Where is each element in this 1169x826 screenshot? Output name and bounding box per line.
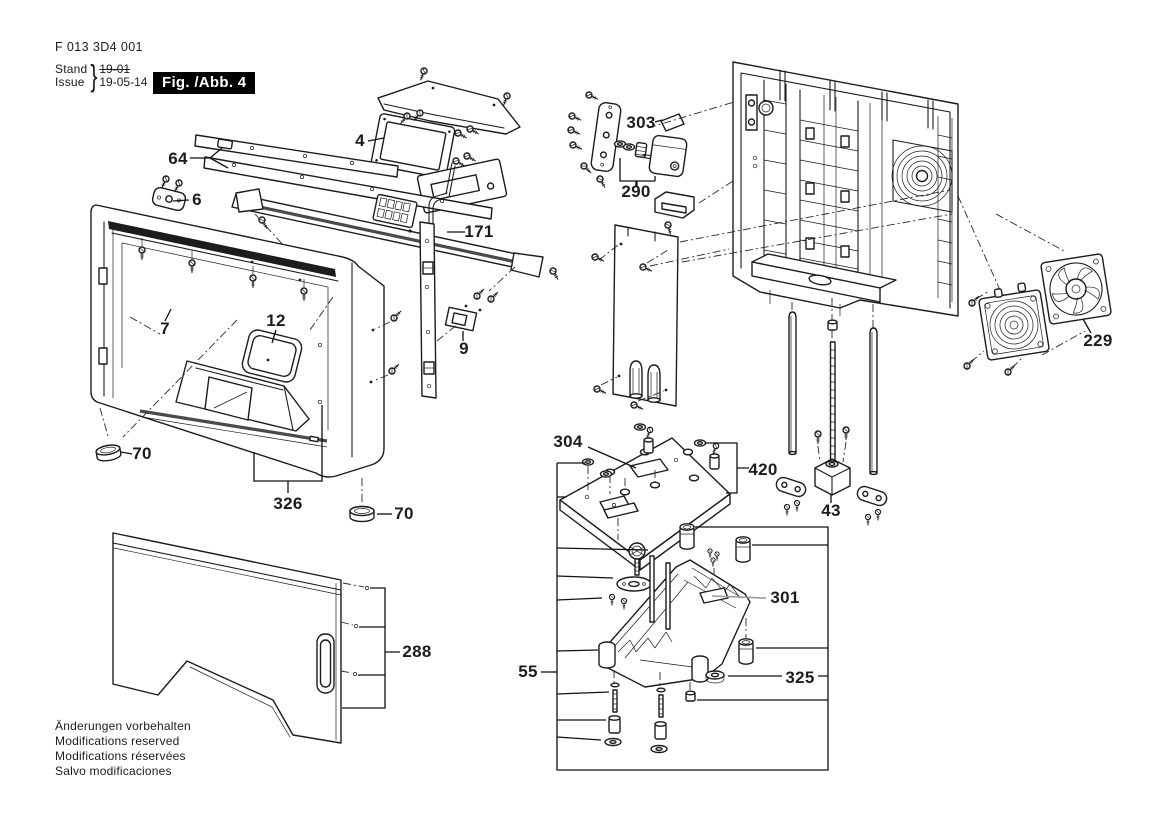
top-mounting-plate xyxy=(377,66,521,135)
panel-base-strip xyxy=(751,253,897,316)
part-label-43: 43 xyxy=(821,501,841,520)
strips-64 xyxy=(194,134,493,220)
pivot-post-2 xyxy=(709,441,721,470)
front-housing xyxy=(90,204,404,478)
revision-brace: } xyxy=(90,59,98,93)
part-label-303: 303 xyxy=(626,113,656,132)
disclaimer-line-es: Salvo modificaciones xyxy=(55,764,172,778)
keypad-part xyxy=(372,193,418,233)
washer-325 xyxy=(705,670,725,684)
link-plate-left xyxy=(775,476,807,516)
trim-bar xyxy=(231,188,562,292)
base-stand-assembly xyxy=(541,462,829,771)
part-label-288: 288 xyxy=(402,642,432,661)
revision-date-new: 19-05-14 xyxy=(99,75,148,89)
part-label-9: 9 xyxy=(459,339,469,358)
revision-label-issue: Issue xyxy=(55,75,85,89)
part-label-229: 229 xyxy=(1083,331,1113,350)
plate-latch xyxy=(599,495,639,540)
block-43 xyxy=(775,426,888,526)
frame-part-4 xyxy=(370,108,481,179)
part-label-6: 6 xyxy=(192,190,202,209)
part-label-64: 64 xyxy=(168,149,188,168)
part-label-55: 55 xyxy=(518,662,538,681)
cover-panel-288 xyxy=(112,532,400,744)
motor-body xyxy=(641,134,688,178)
disclaimer-line-de: Änderungen vorbehalten xyxy=(55,719,191,733)
disclaimer-line-en: Modifications reserved xyxy=(55,734,180,748)
sticker-304 xyxy=(629,458,669,478)
motor-assembly xyxy=(566,90,735,236)
revision-block: Stand Issue } 19-01 19-05-14 xyxy=(55,59,148,93)
part-label-70: 70 xyxy=(132,444,152,463)
title-block: F 013 3D4 001 Stand Issue } 19-01 19-05-… xyxy=(55,40,148,93)
link-plate-right xyxy=(856,485,888,526)
washer-disc xyxy=(616,576,652,592)
clamp-part-6 xyxy=(151,174,187,212)
bracket-326 xyxy=(253,405,323,493)
pivot-post xyxy=(643,425,655,454)
leader-lines xyxy=(120,119,1092,515)
mount-bolt-right xyxy=(650,687,668,754)
mount-bolt-left xyxy=(604,682,622,747)
plate-part-9 xyxy=(436,286,501,342)
insulation-sheet xyxy=(590,224,730,413)
part-label-290: 290 xyxy=(621,182,651,201)
part-label-7: 7 xyxy=(160,319,170,338)
figure-badge: Fig. /Abb. 4 xyxy=(153,72,256,94)
front-panel-assembly xyxy=(90,66,562,523)
base-frame xyxy=(598,555,751,688)
document-number: F 013 3D4 001 xyxy=(55,40,143,54)
bullet-pins xyxy=(629,360,661,403)
strip-171 xyxy=(419,162,456,399)
revision-date-old: 19-01 xyxy=(99,62,131,76)
foot-cap-70-left xyxy=(94,407,123,464)
fan-229 xyxy=(1040,253,1112,325)
thumbscrew xyxy=(628,542,646,576)
top-plate-420 xyxy=(559,423,749,571)
revision-label-stand: Stand xyxy=(55,62,88,76)
fan-guard xyxy=(962,282,1050,377)
part-label-171: 171 xyxy=(464,222,494,241)
part-label-325: 325 xyxy=(785,668,815,687)
square-nut xyxy=(685,690,696,702)
part-label-70: 70 xyxy=(394,504,414,523)
part-label-4: 4 xyxy=(355,131,365,150)
part-label-326: 326 xyxy=(273,494,303,513)
disclaimer-line-fr: Modifications réservées xyxy=(55,749,186,763)
foot-cap-70-right xyxy=(349,478,375,523)
channel-bracket xyxy=(654,191,695,236)
part-label-12: 12 xyxy=(266,311,286,330)
label-plate-303 xyxy=(660,113,685,132)
disclaimer-block: Änderungen vorbehalten Modifications res… xyxy=(55,719,191,779)
part-label-420: 420 xyxy=(748,460,778,479)
mounting-plate xyxy=(590,102,622,172)
part-label-301: 301 xyxy=(770,588,800,607)
rear-panel xyxy=(679,61,1086,356)
part-label-304: 304 xyxy=(553,432,583,451)
support-rods xyxy=(788,298,878,476)
knurled-spacer xyxy=(634,141,648,159)
